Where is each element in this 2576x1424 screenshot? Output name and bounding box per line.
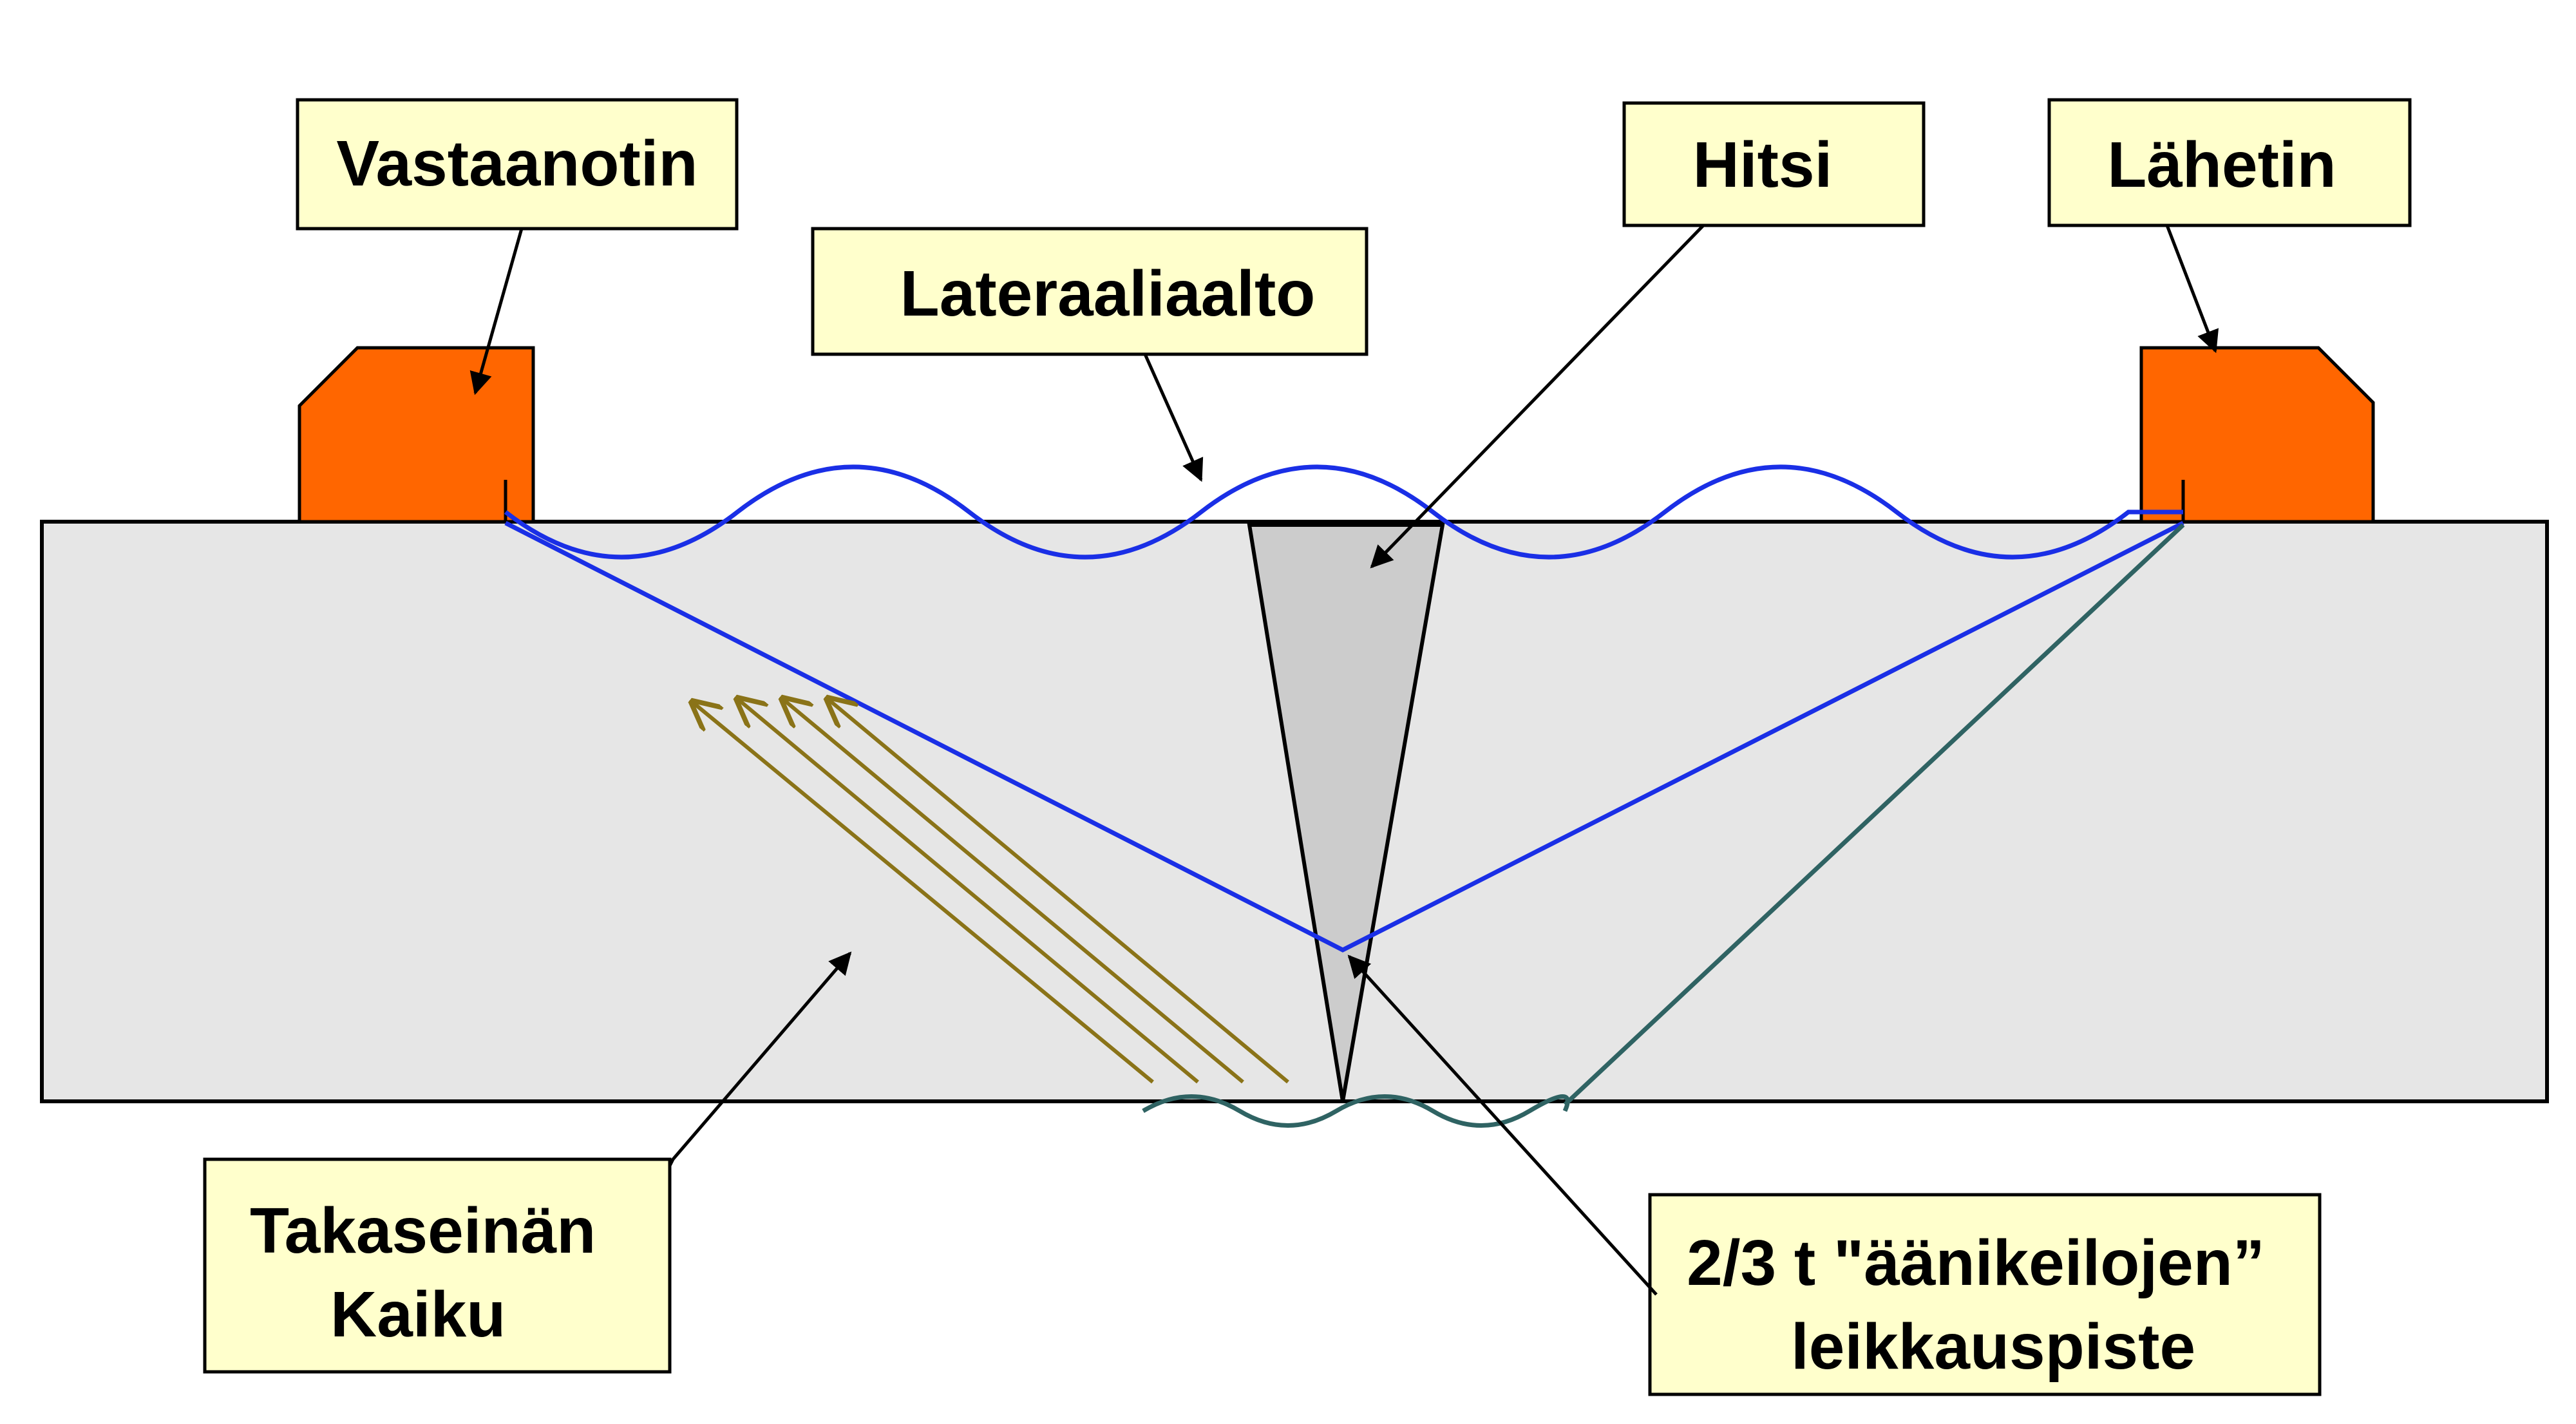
receiver-pointer: [469, 228, 524, 395]
back-wall-echo-pointer: [668, 951, 852, 1167]
label-lateral-wave: Lateraaliaalto: [811, 227, 1368, 356]
label-intersection-line1: 2/3 t "äänikeilojen”: [1687, 1227, 2265, 1299]
label-back-wall-echo-line1: Takaseinän: [250, 1195, 596, 1267]
echo-arrow: [737, 699, 1199, 1084]
label-back-wall-echo: Takaseinän Kaiku: [203, 1157, 672, 1374]
label-intersection-line2: leikkauspiste: [1791, 1311, 2195, 1383]
receiver-probe: [298, 346, 535, 524]
intersection-pointer: [1347, 954, 1658, 1296]
back-wall-wave: [1142, 1094, 1570, 1128]
label-weld: Hitsi: [1622, 101, 1926, 227]
echo-arrow: [828, 699, 1289, 1084]
label-lateral-wave-text: Lateraaliaalto: [900, 258, 1316, 330]
echo-arrow: [692, 702, 1154, 1084]
sound-beam-path: [504, 520, 2184, 953]
lateral-wave: [504, 464, 2183, 560]
transmitter-pointer: [2165, 225, 2219, 354]
transmitter-probe: [2139, 346, 2375, 524]
weld-region: [1247, 523, 1445, 1102]
back-wall-beam: [1563, 523, 2185, 1106]
back-wall-echo-arrows: [692, 699, 1289, 1084]
label-receiver-text: Vastaanotin: [336, 128, 697, 200]
label-back-wall-echo-line2: Kaiku: [330, 1278, 506, 1351]
label-weld-text: Hitsi: [1693, 129, 1833, 201]
echo-arrow: [782, 699, 1244, 1084]
weld-pointer: [1370, 224, 1705, 569]
lateral-wave-pointer: [1143, 353, 1204, 482]
label-transmitter: Lähetin: [2047, 98, 2412, 227]
label-receiver: Vastaanotin: [296, 98, 739, 231]
label-transmitter-text: Lähetin: [2107, 129, 2336, 201]
label-intersection: 2/3 t "äänikeilojen” leikkauspiste: [1648, 1193, 2322, 1396]
